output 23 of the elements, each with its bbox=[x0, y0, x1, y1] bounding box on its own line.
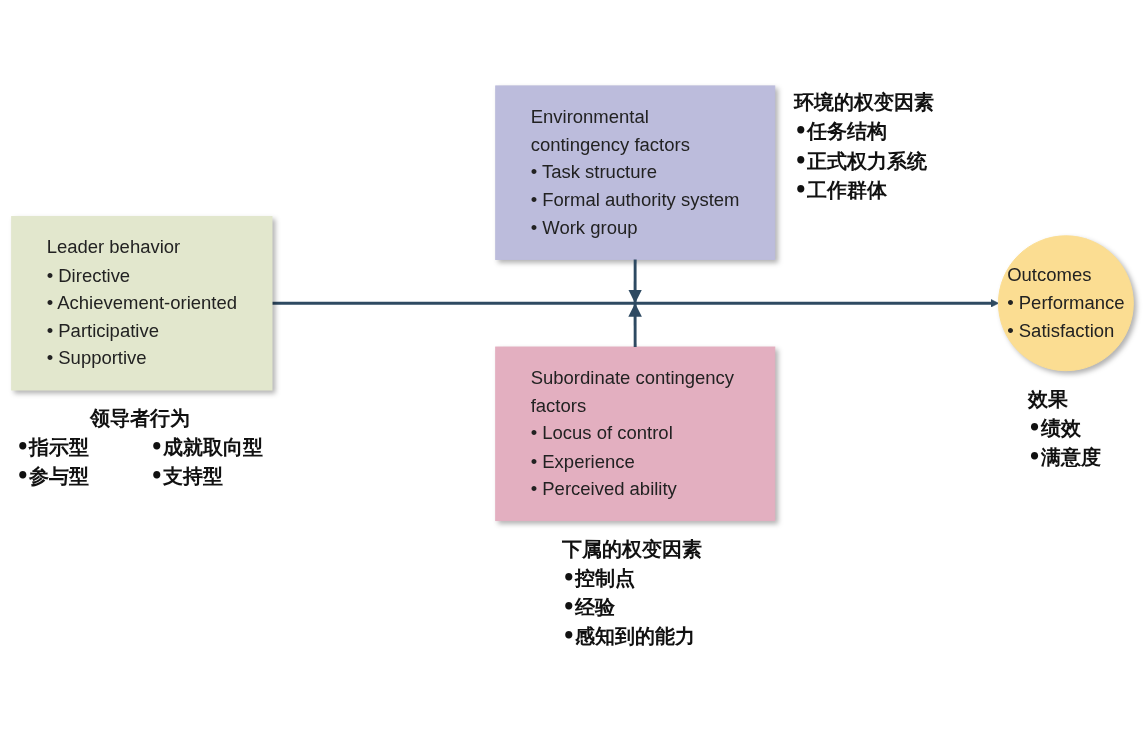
node-circle: Outcomes • Performance • Satisfaction bbox=[997, 235, 1134, 372]
annotation-text: •控制点 bbox=[562, 565, 636, 590]
annotation-text: •工作群体 bbox=[794, 177, 888, 202]
annotation-text: •绩效 bbox=[1028, 415, 1082, 440]
node-box: Subordinate contingency factors • Locus of control • Experience • Perceived ability bbox=[495, 346, 776, 522]
annotation-text: •任务结构 bbox=[794, 119, 888, 144]
annotation-text: •正式权力系统 bbox=[794, 148, 928, 173]
annotation-text: 下属的权变因素 bbox=[562, 536, 703, 561]
node-box: Leader behavior • Directive • Achievement-oriented • Participative • Supportive bbox=[11, 215, 273, 391]
annotation-text: •经验 bbox=[562, 594, 616, 619]
annotation-text: •成就取向型 bbox=[150, 435, 264, 460]
arrow bbox=[628, 303, 642, 347]
arrow bbox=[628, 259, 642, 304]
annotation-text: •参与型 bbox=[16, 464, 90, 489]
annotation-text: •感知到的能力 bbox=[562, 624, 696, 649]
annotation-text: 环境的权变因素 bbox=[794, 90, 935, 115]
annotation-text: •指示型 bbox=[16, 435, 90, 460]
node-box: Environmental contingency factors • Task structure • Formal authority system • Work group bbox=[495, 85, 776, 260]
annotation-text: •支持型 bbox=[150, 464, 224, 489]
annotation-text: 领导者行为 bbox=[89, 406, 190, 431]
annotation-text: 效果 bbox=[1028, 386, 1069, 411]
arrow bbox=[272, 298, 999, 308]
annotation-text: •满意度 bbox=[1028, 445, 1102, 470]
